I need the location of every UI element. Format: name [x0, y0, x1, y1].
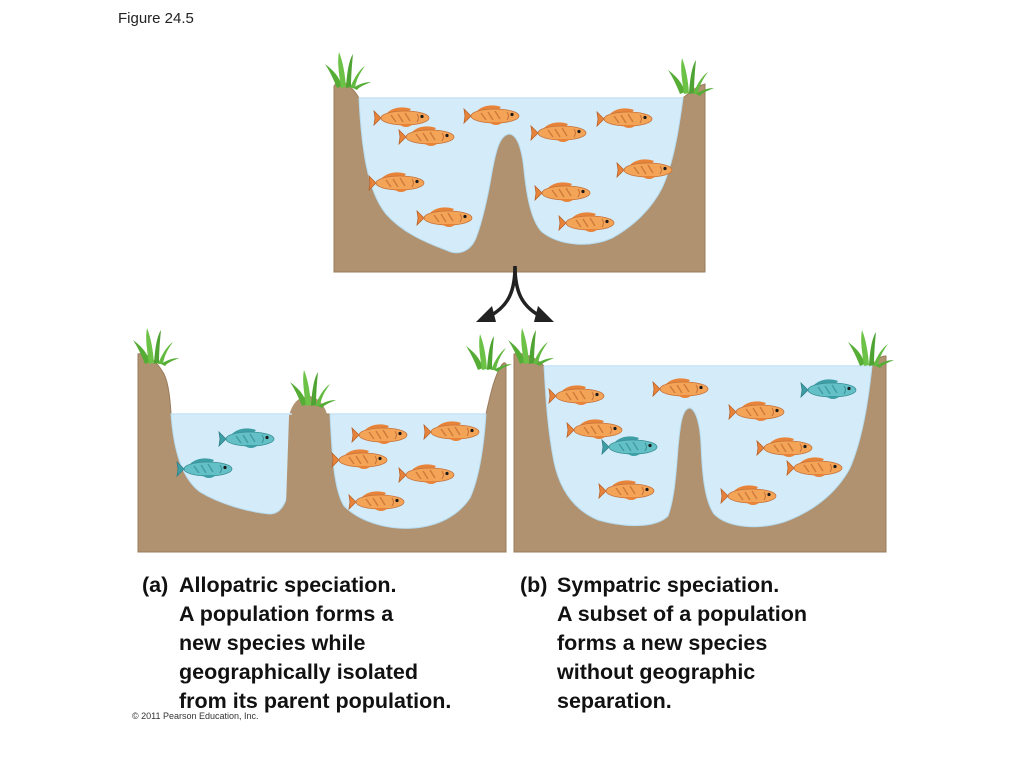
arrowhead-left-icon [476, 306, 496, 322]
grass-tuft [668, 58, 714, 96]
caption-line: without geographic [557, 660, 756, 684]
caption-line: from its parent population. [179, 689, 452, 713]
caption-line: Sympatric speciation. [557, 573, 780, 597]
figure-label: Figure 24.5 [118, 10, 194, 27]
allopatric-pond [133, 328, 512, 553]
sympatric-pond [508, 328, 894, 553]
land-barrier [286, 396, 340, 506]
caption-marker: (a) [142, 573, 169, 597]
copyright-notice: © 2011 Pearson Education, Inc. [132, 711, 259, 721]
caption-line: geographically isolated [179, 660, 418, 684]
caption-line: A subset of a population [557, 602, 808, 626]
caption-line: new species while [179, 631, 366, 655]
grass-tuft [848, 330, 894, 368]
split-arrow [476, 265, 554, 322]
caption-line: A population forms a [179, 602, 394, 626]
caption-line: Allopatric speciation. [179, 573, 397, 597]
caption-line: separation. [557, 689, 672, 713]
caption-marker: (b) [520, 573, 548, 597]
arrowhead-right-icon [534, 306, 554, 322]
caption-line: forms a new species [557, 631, 768, 655]
grass-tuft [466, 334, 512, 372]
grass-tuft [325, 52, 371, 90]
parent-population-pond [325, 52, 714, 273]
